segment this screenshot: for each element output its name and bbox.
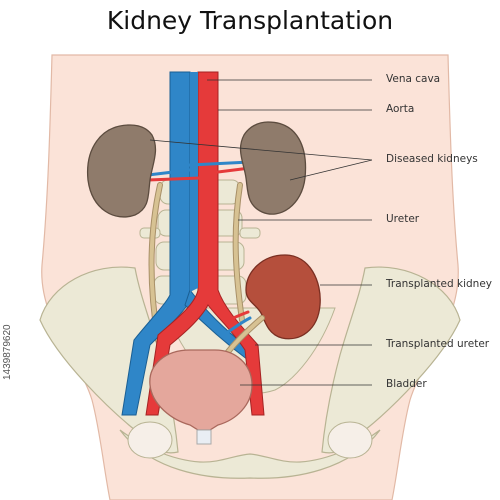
label-transplanted-kidney: Transplanted kidney [386,278,492,290]
label-bladder: Bladder [386,378,427,390]
transplanted-vein [226,316,252,334]
page-title: Kidney Transplantation [106,6,394,35]
label-vena-cava: Vena cava [386,73,441,85]
label-diseased-kidneys: Diseased kidneys [386,153,478,165]
pelvis [39,266,461,479]
obturator-left [127,421,173,459]
left-diseased-kidney [86,124,157,218]
right-ureter-fill [233,183,244,322]
right-diseased-kidney [239,121,307,215]
pubic-arch [119,429,381,479]
urethra [196,429,212,445]
label-aorta: Aorta [386,103,415,115]
transplanted-artery [224,310,250,324]
label-ureter: Ureter [386,213,420,225]
stock-id: 1439879620 [2,324,13,380]
label-transplanted-ureter: Transplanted ureter [386,338,490,350]
obturator-right [327,421,373,459]
leader-lines [149,79,373,386]
vena-cava-overlap [190,72,198,292]
